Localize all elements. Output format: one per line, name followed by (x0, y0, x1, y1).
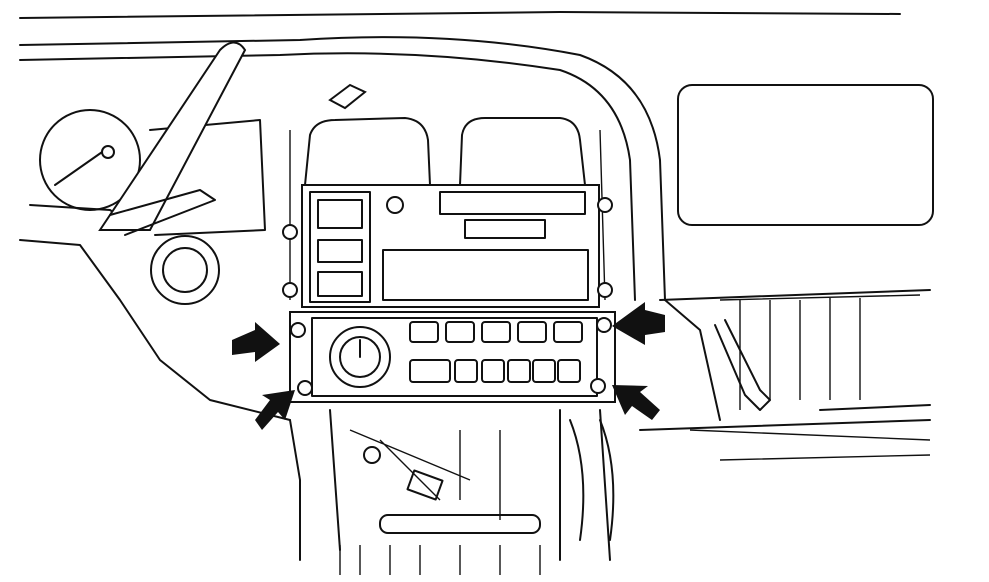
glovebox-panel (677, 84, 934, 226)
arrow-left-lower-icon (255, 390, 295, 430)
gauge-cluster (39, 109, 266, 305)
arrow-right-lower-icon (612, 385, 660, 420)
screw (597, 282, 613, 298)
screw (297, 380, 313, 396)
screw (596, 317, 612, 333)
arrow-right-upper-icon (612, 302, 665, 345)
screw (597, 197, 613, 213)
lower-console (289, 409, 615, 575)
mode-buttons (409, 321, 583, 383)
arrow-left-upper-icon (232, 322, 280, 362)
temperature-knob (329, 326, 391, 388)
center-vents (289, 117, 606, 301)
dashboard-outline (19, 11, 931, 461)
climate-control-panel (289, 311, 616, 403)
screw (282, 282, 298, 298)
radio-unit (282, 184, 613, 308)
screw (590, 378, 606, 394)
lever (714, 319, 771, 411)
screw (290, 322, 306, 338)
turn-signal-stalk (98, 41, 247, 231)
clip (328, 83, 367, 110)
screw (282, 224, 298, 240)
